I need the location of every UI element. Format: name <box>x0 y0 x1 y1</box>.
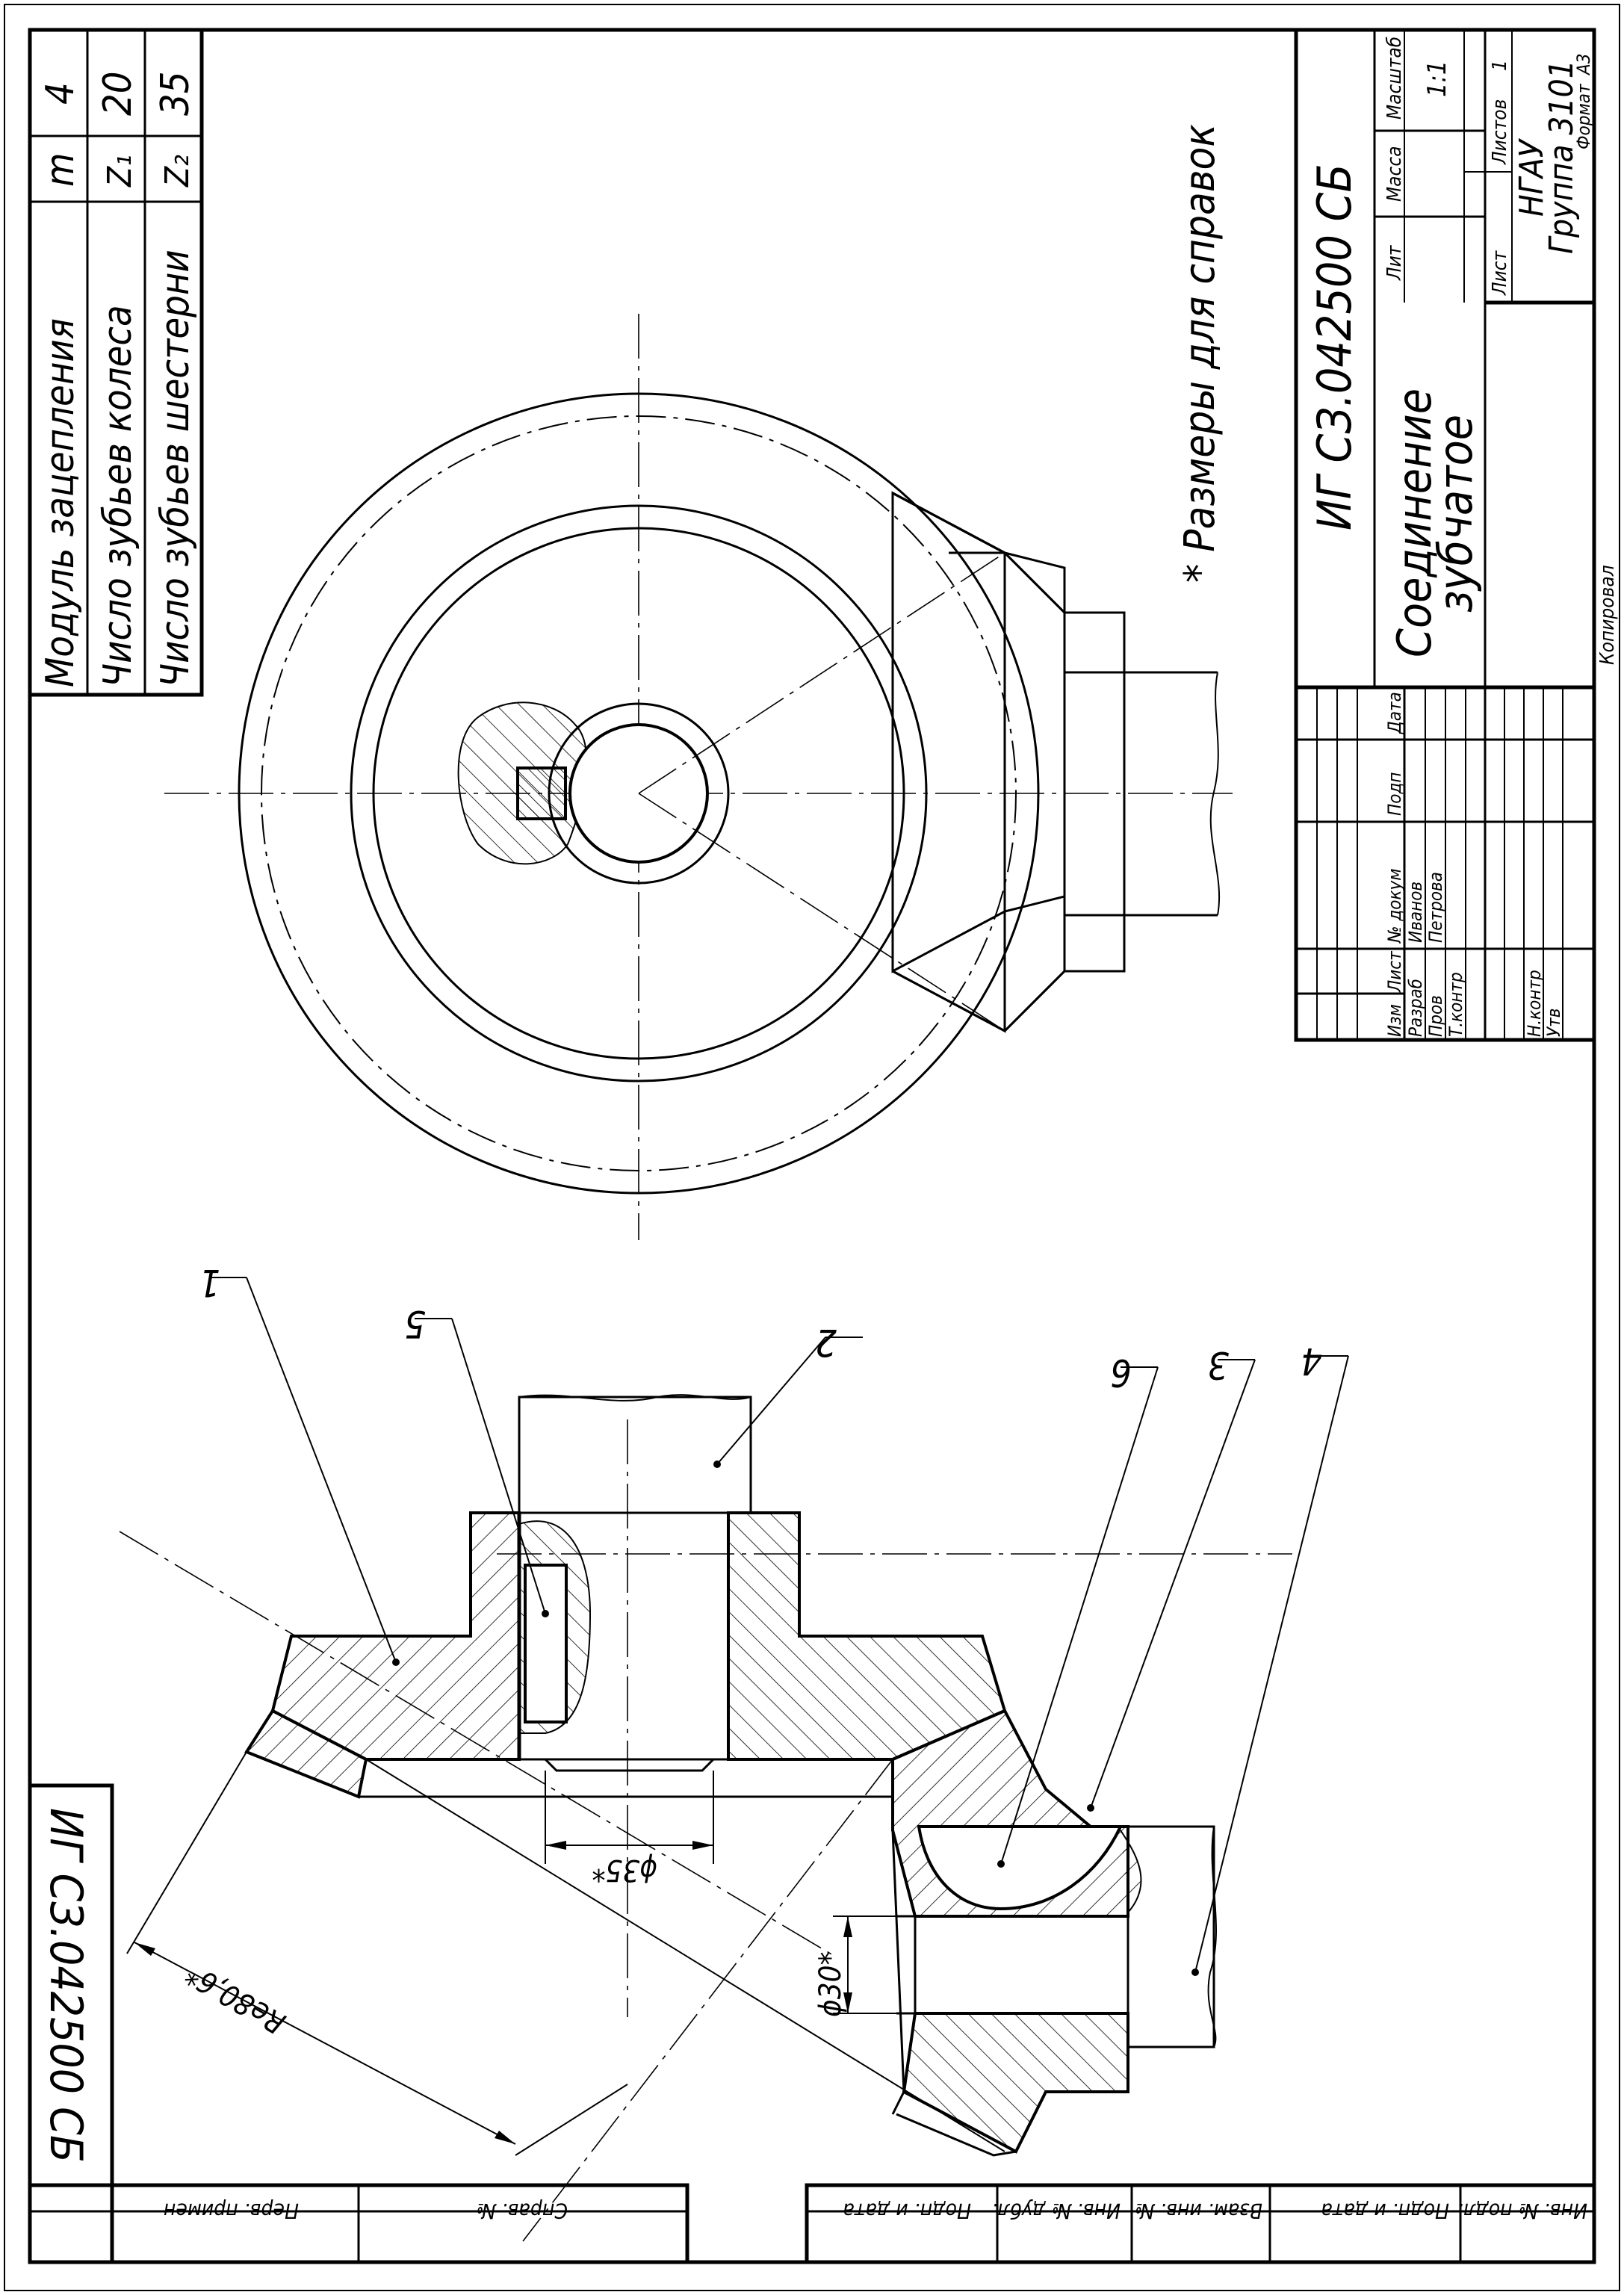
section-view-assembly: ϕ35* ϕ30* Re80,6* 1 5 <box>119 1261 1349 2242</box>
tb-format-label: Формат <box>1573 83 1594 149</box>
param-value-m: 4 <box>38 82 83 105</box>
leader-label-5: 5 <box>404 1302 426 1345</box>
tb-header-doc: № докум <box>1384 868 1405 944</box>
leader-3: 3 <box>1087 1343 1256 1812</box>
tb-header-sign: Подп <box>1384 772 1405 817</box>
sheet-edge <box>4 4 1620 2291</box>
tb-header-date: Дата <box>1384 692 1405 734</box>
leader-1: 1 <box>199 1261 400 1666</box>
strip-sign-date-2: Подп. и дата <box>1321 2199 1449 2223</box>
shaft-2 <box>518 1396 752 1514</box>
leader-2: 2 <box>713 1321 863 1468</box>
title-name-line2: зубчатое <box>1428 415 1483 613</box>
tb-scale-label: Масштаб <box>1383 37 1406 120</box>
tb-org-line2: Группа 3101 <box>1543 60 1581 254</box>
leader-label-6: 6 <box>1110 1351 1132 1394</box>
param-symbol-z2: Z₂ <box>158 155 196 188</box>
tb-header-izm: Изм <box>1384 1004 1405 1037</box>
tb-format-value: А3 <box>1573 54 1594 77</box>
strip-inv-dubl: Инв. № дубл. <box>992 2199 1121 2223</box>
param-label-wheel-teeth: Число зубьев колеса <box>96 305 140 687</box>
title-block: ИГ СЗ.042500 СБ Соединение зубчатое Лит … <box>1294 28 1619 1042</box>
tb-sheets-label: Листов <box>1489 99 1511 165</box>
leader-label-1: 1 <box>199 1261 220 1304</box>
pinion-cone-top <box>891 491 1066 973</box>
bottom-right-strip: Подп. и дата Инв. № дубл. Взам. инв. № П… <box>805 2183 1596 2264</box>
tb-role-prov: Пров <box>1425 995 1446 1037</box>
param-value-z2: 35 <box>153 71 198 116</box>
dim-re-text: Re80,6* <box>180 1957 291 2040</box>
tb-copy-label: Копировал <box>1596 565 1619 665</box>
tb-header-list: Лист <box>1384 950 1405 993</box>
tb-name-checker: Петрова <box>1425 872 1446 943</box>
wheel-1-hub-right <box>727 1511 1007 1761</box>
top-view-gear <box>164 314 1233 1240</box>
leader-label-3: 3 <box>1207 1343 1229 1387</box>
tb-sheets-value: 1 <box>1489 60 1511 71</box>
title-name-line1: Соединение <box>1387 388 1442 657</box>
segment-key-6 <box>917 1825 1124 1911</box>
param-label-module: Модуль зацепления <box>38 318 83 687</box>
param-label-pinion-teeth: Число зубьев шестерни <box>153 250 198 687</box>
tb-org-line1: НГАУ <box>1513 137 1551 217</box>
tb-lit-label: Лит <box>1383 244 1406 281</box>
dim-d35-text: ϕ35* <box>592 1853 658 1887</box>
strip-vzam-inv: Взам. инв. № <box>1135 2199 1262 2223</box>
param-value-z1: 20 <box>96 71 140 116</box>
tb-role-razrab: Разраб <box>1405 979 1426 1037</box>
leader-6: 6 <box>997 1351 1159 1868</box>
tb-mass-label: Масса <box>1383 146 1406 202</box>
shaft-4 <box>1126 1825 1215 2048</box>
tb-role-tkontr: Т.контр <box>1445 972 1466 1037</box>
tb-role-nkontr: Н.контр <box>1524 970 1545 1037</box>
gear-parameters-table: Модуль зацепления Число зубьев колеса Чи… <box>28 28 204 697</box>
side-designation-stamp: ИГ СЗ.042500 СБ <box>28 1783 114 2264</box>
dimension-d35: ϕ35* <box>545 1771 714 1887</box>
param-symbol-m: m <box>38 152 83 187</box>
bottom-left-strip: Перв. примен Справ. № <box>28 2183 689 2264</box>
tb-sheet-label: Лист <box>1489 250 1511 296</box>
dimension-d30: ϕ30* <box>813 1915 915 2018</box>
dimension-re: Re80,6* <box>126 1751 628 2156</box>
dim-d30-text: ϕ30* <box>813 1952 848 2018</box>
leader-5: 5 <box>404 1302 549 1617</box>
strip-inv-podl: Инв. № подл. <box>1457 2199 1587 2223</box>
wheel-1-hub-left <box>270 1511 521 1761</box>
tb-name-developer: Иванов <box>1405 882 1426 943</box>
tb-scale-value: 1:1 <box>1422 61 1452 97</box>
leader-4: 4 <box>1191 1339 1349 1976</box>
strip-sign-date-1: Подп. и дата <box>843 2199 971 2223</box>
tb-role-utv: Утв <box>1543 1009 1564 1037</box>
leader-label-2: 2 <box>815 1321 837 1364</box>
reference-dimensions-note: * Размеры для справок <box>1176 124 1224 583</box>
strip-sprav-no: Справ. № <box>476 2199 568 2223</box>
strip-perv-primen: Перв. примен <box>164 2199 299 2223</box>
param-symbol-z1: Z₁ <box>101 155 139 188</box>
key-5 <box>524 1564 568 1723</box>
key-in-hub <box>516 766 567 820</box>
leader-label-4: 4 <box>1301 1339 1322 1383</box>
side-designation-text: ИГ СЗ.042500 СБ <box>40 1808 92 2163</box>
title-designation: ИГ СЗ.042500 СБ <box>1307 164 1362 530</box>
